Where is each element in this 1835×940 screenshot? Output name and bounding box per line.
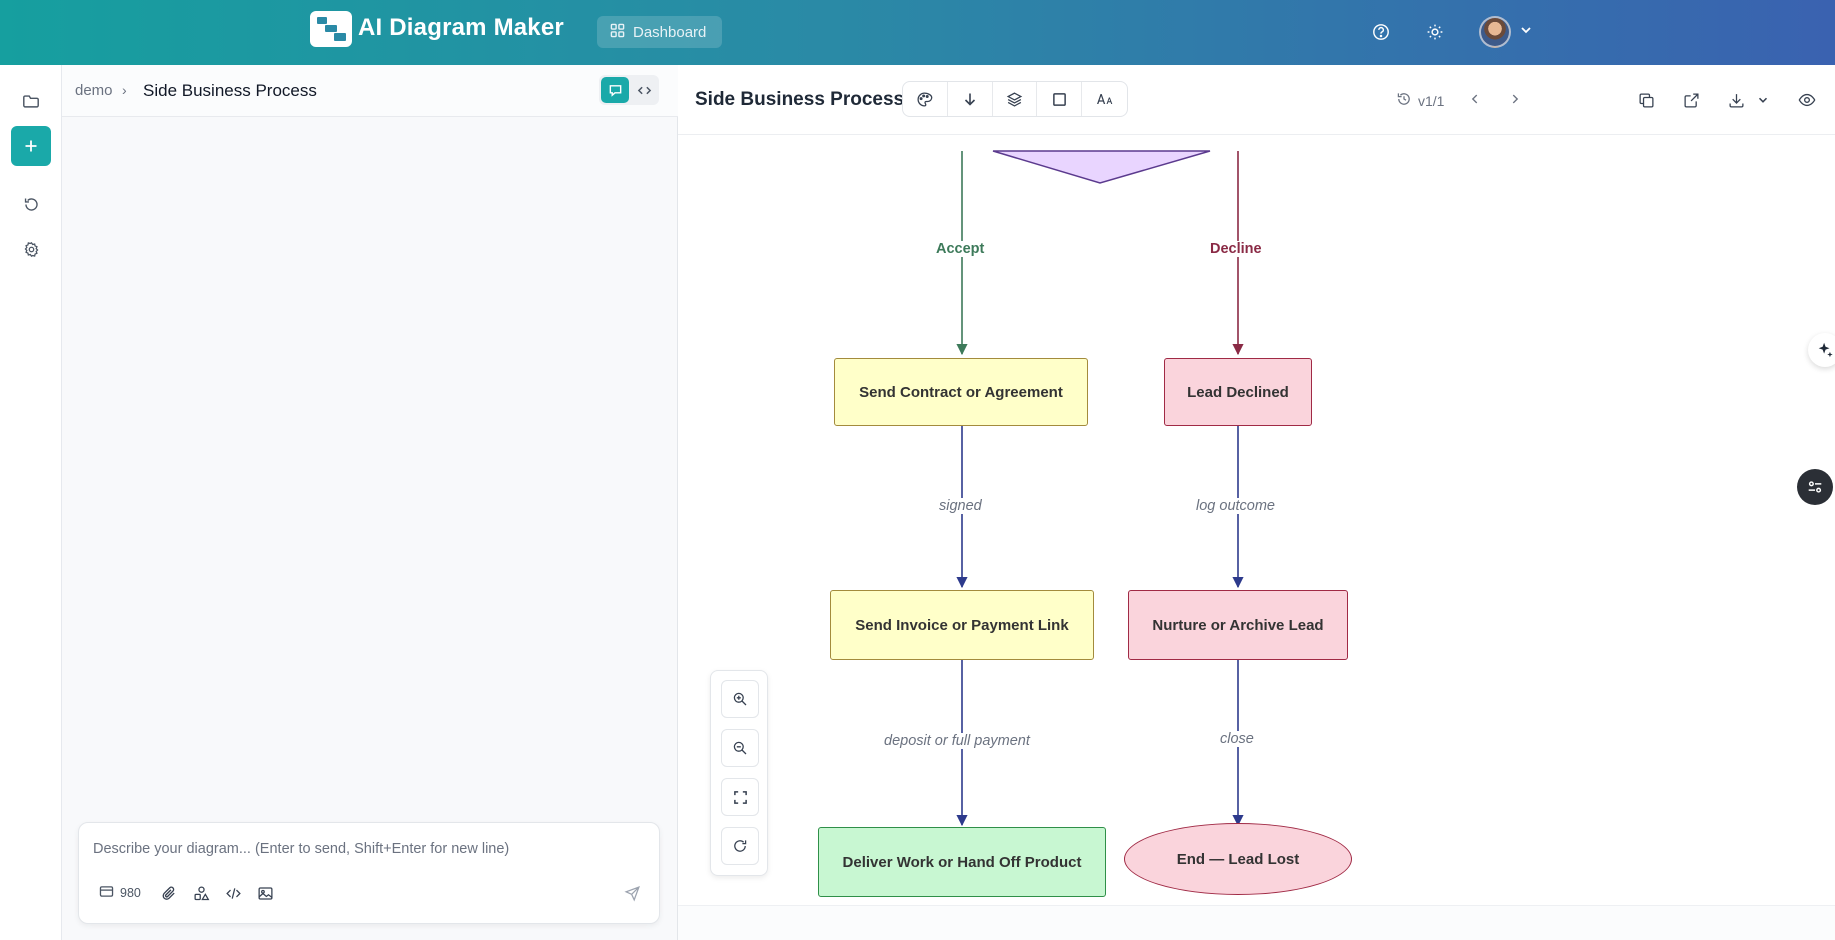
dashboard-button[interactable]: Dashboard <box>597 16 722 48</box>
breadcrumb-separator: › <box>122 82 127 98</box>
ai-sparkle-icon[interactable] <box>1808 333 1835 367</box>
diagram-editor: Side Business Process v1/1 <box>678 65 1835 940</box>
edge-label-log-outcome: log outcome <box>1192 498 1279 514</box>
prev-version-icon[interactable] <box>1468 92 1482 109</box>
node-deliver-work[interactable]: Deliver Work or Hand Off Product <box>818 827 1106 897</box>
arrow-down-icon[interactable] <box>948 82 993 116</box>
version-label: v1/1 <box>1418 92 1445 109</box>
font-size-icon[interactable] <box>1082 82 1127 116</box>
new-diagram-plus-icon[interactable] <box>11 126 51 166</box>
top-bar: AI Diagram Maker Dashboard <box>0 0 1835 65</box>
edge-label-decline: Decline <box>1206 241 1266 257</box>
folder-icon[interactable] <box>11 81 51 121</box>
download-icon[interactable] <box>1725 89 1747 111</box>
left-rail <box>0 65 62 940</box>
copy-icon[interactable] <box>1635 89 1657 111</box>
edge-label-deposit: deposit or full payment <box>880 733 1034 749</box>
reset-view-icon[interactable] <box>721 827 759 865</box>
node-send-invoice[interactable]: Send Invoice or Payment Link <box>830 590 1094 660</box>
shapes-icon[interactable] <box>189 881 213 905</box>
download-chevron-down-icon[interactable] <box>1752 89 1774 111</box>
filter-toggle-icon[interactable] <box>1797 469 1833 505</box>
credits-counter: 980 <box>99 885 141 901</box>
canvas-footer <box>678 905 1835 940</box>
layers-icon[interactable] <box>993 82 1038 116</box>
zoom-controls <box>710 670 768 876</box>
credit-card-icon <box>99 885 114 901</box>
version-control: v1/1 <box>1396 91 1522 110</box>
next-version-icon[interactable] <box>1508 92 1522 109</box>
view-toggle <box>599 75 659 105</box>
attach-paperclip-icon[interactable] <box>157 881 181 905</box>
preview-eye-icon[interactable] <box>1796 89 1818 111</box>
code-view-icon[interactable] <box>631 77 657 103</box>
zoom-out-icon[interactable] <box>721 729 759 767</box>
history-icon[interactable] <box>1396 91 1412 110</box>
image-upload-icon[interactable] <box>253 881 277 905</box>
square-icon[interactable] <box>1037 82 1083 116</box>
grid-icon <box>610 23 625 42</box>
prompt-composer: 980 <box>78 822 660 924</box>
diagram-canvas[interactable]: Accept Decline Send Contract or Agreemen… <box>678 135 1835 940</box>
chat-header: demo › Side Business Process <box>62 65 678 117</box>
decision-diamond <box>992 150 1211 184</box>
history-icon[interactable] <box>11 184 51 224</box>
editor-header: Side Business Process v1/1 <box>678 65 1835 135</box>
user-avatar[interactable] <box>1479 16 1511 48</box>
edge-label-close: close <box>1216 731 1258 747</box>
diagram-title: Side Business Process <box>695 89 905 110</box>
prompt-input[interactable] <box>93 841 613 857</box>
breadcrumb-current: Side Business Process <box>143 81 317 100</box>
node-end-lead-lost[interactable]: End — Lead Lost <box>1124 823 1352 895</box>
dashboard-label: Dashboard <box>633 23 707 41</box>
open-external-icon[interactable] <box>1680 89 1702 111</box>
chat-view-icon[interactable] <box>601 77 629 103</box>
chevron-down-icon[interactable] <box>1518 22 1534 43</box>
fit-view-icon[interactable] <box>721 778 759 816</box>
style-toolbar <box>902 81 1128 117</box>
palette-icon[interactable] <box>903 82 948 116</box>
edge-label-accept: Accept <box>932 241 989 257</box>
code-icon[interactable] <box>221 881 245 905</box>
breadcrumb-parent[interactable]: demo <box>75 82 113 99</box>
theme-sun-icon[interactable] <box>1424 21 1446 43</box>
node-lead-declined[interactable]: Lead Declined <box>1164 358 1312 426</box>
zoom-in-icon[interactable] <box>721 680 759 718</box>
credits-value: 980 <box>120 886 141 900</box>
send-icon[interactable] <box>620 881 644 905</box>
app-logo[interactable] <box>310 11 352 47</box>
help-icon[interactable] <box>1370 21 1392 43</box>
chat-panel: demo › Side Business Process 980 <box>62 65 678 940</box>
node-send-contract[interactable]: Send Contract or Agreement <box>834 358 1088 426</box>
node-nurture-archive[interactable]: Nurture or Archive Lead <box>1128 590 1348 660</box>
app-brand: AI Diagram Maker <box>358 14 564 41</box>
settings-icon[interactable] <box>11 229 51 269</box>
edge-label-signed: signed <box>935 498 986 514</box>
